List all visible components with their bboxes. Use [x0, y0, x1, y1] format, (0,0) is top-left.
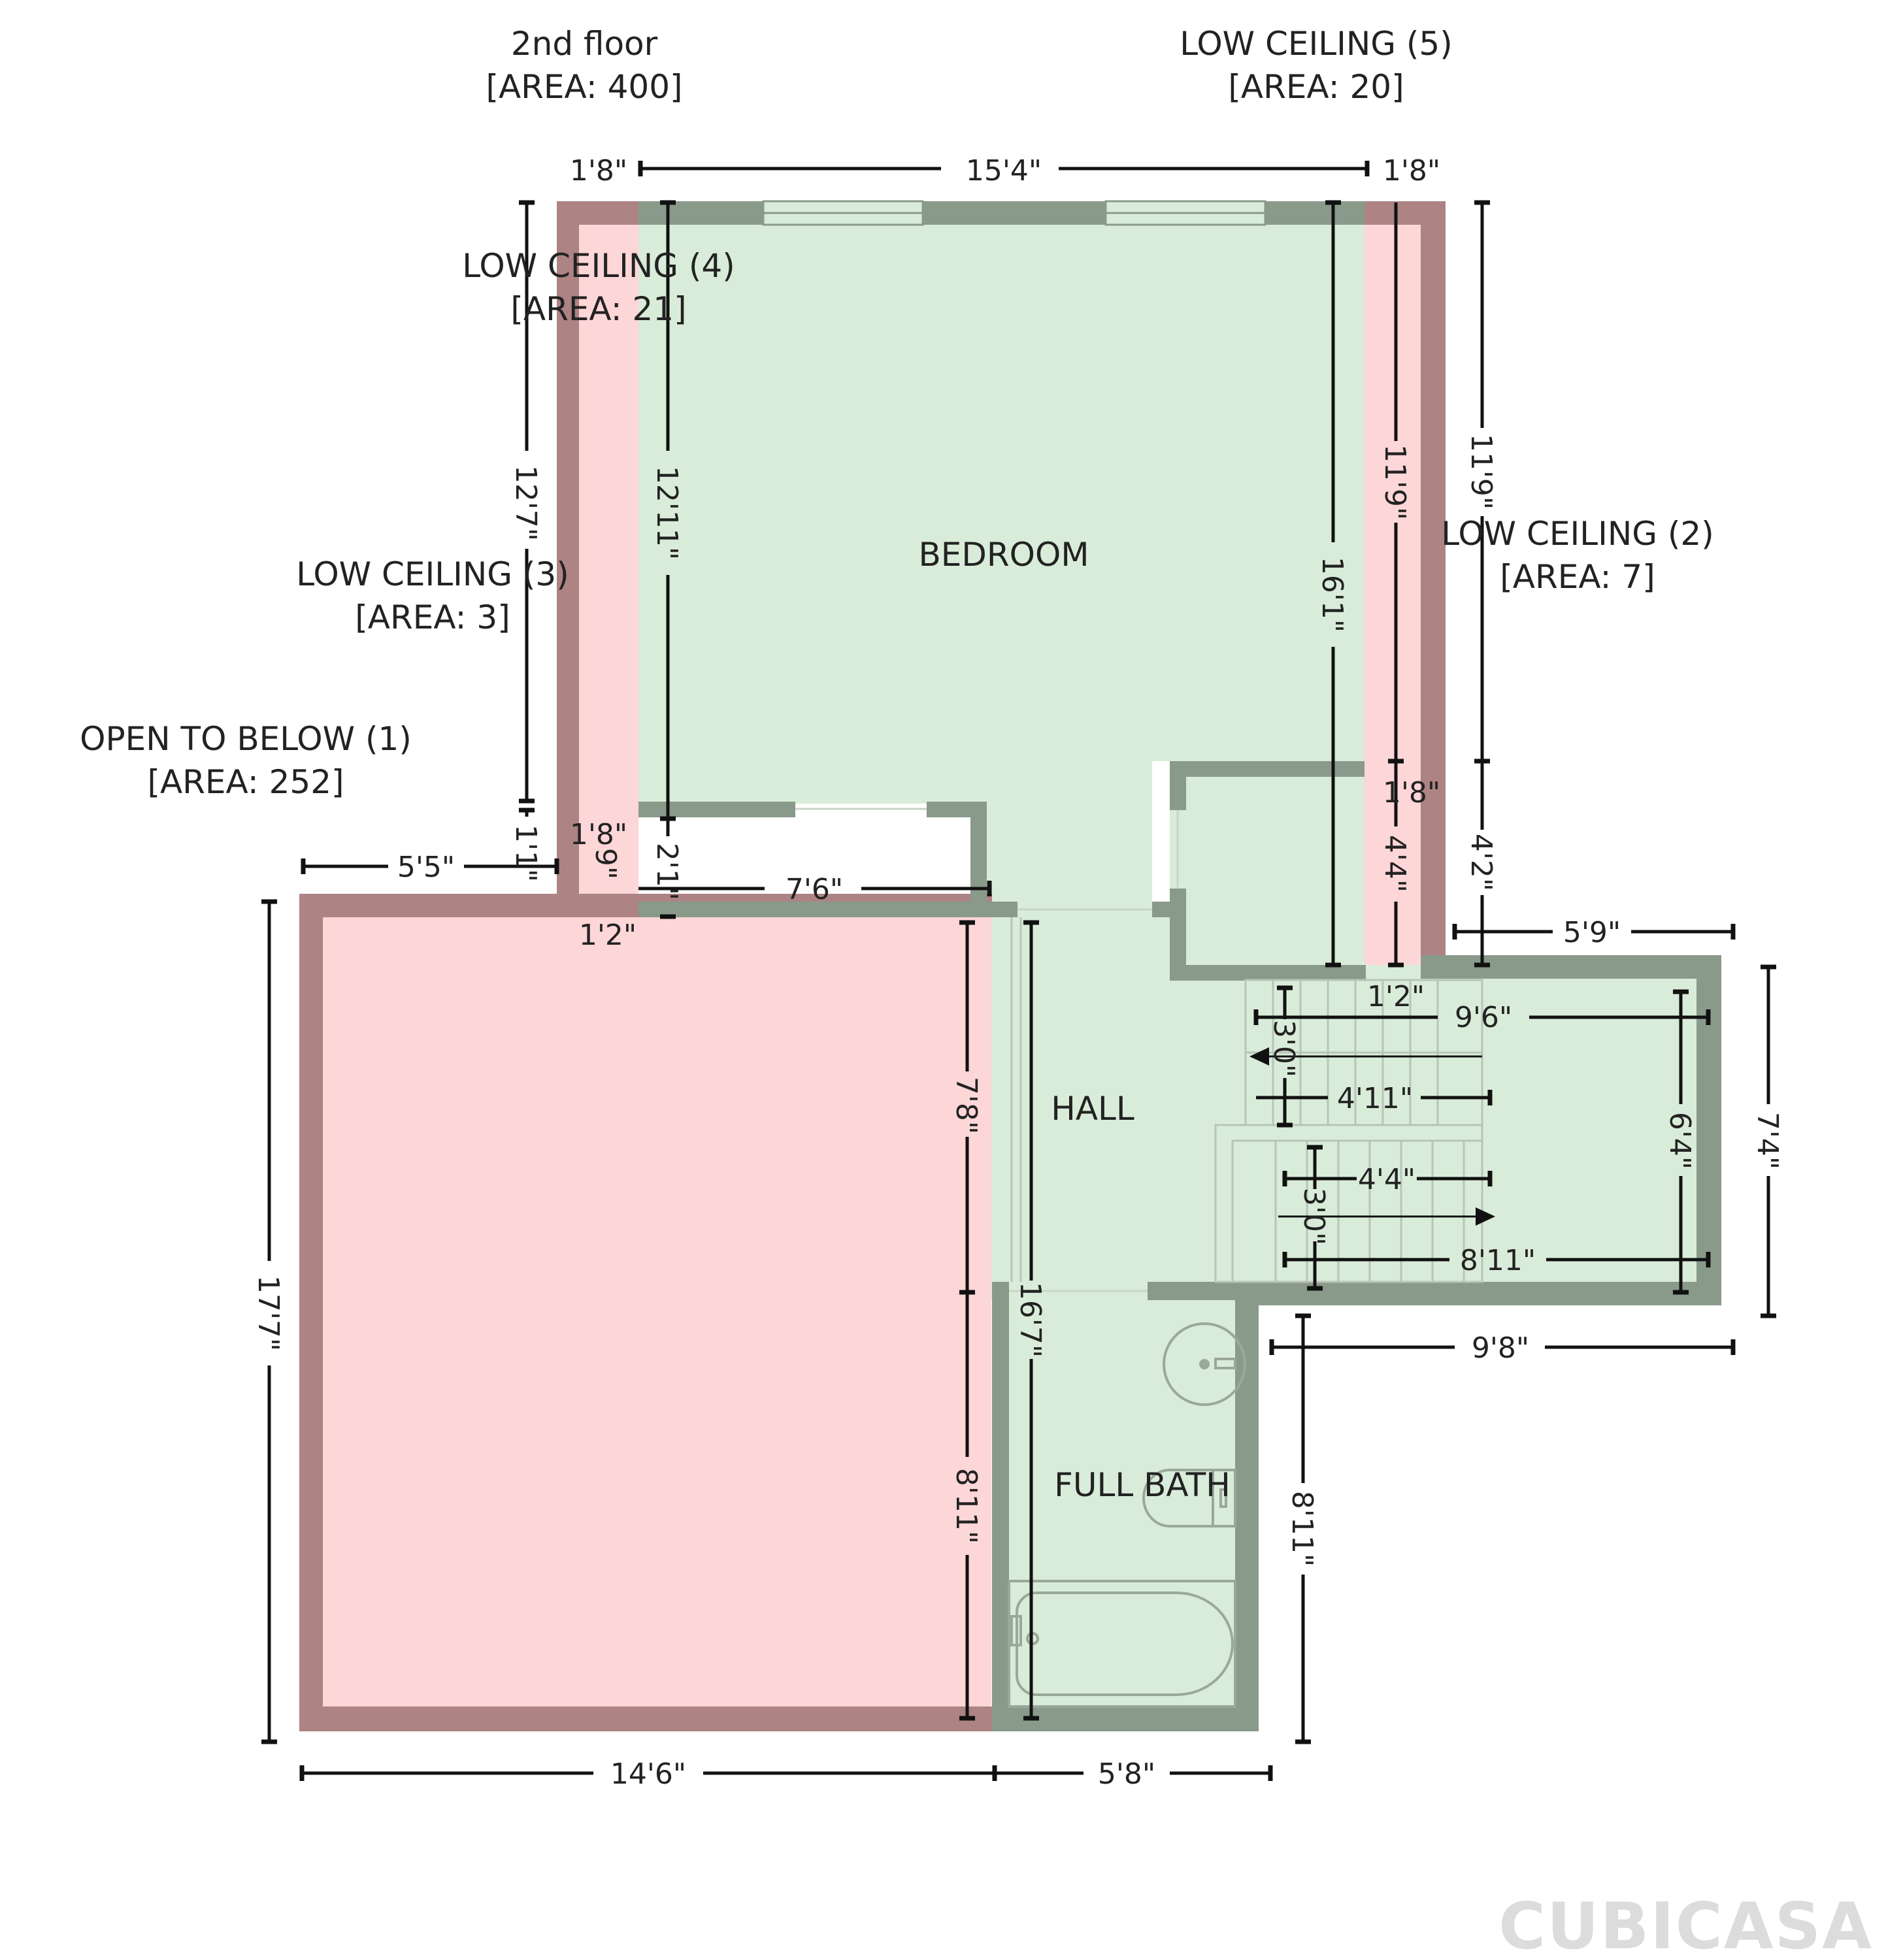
walls	[299, 200, 1721, 1731]
dim-outer-right: 11'9"	[1464, 434, 1498, 510]
dim-otb-upper: 7'8"	[950, 1077, 983, 1134]
dim-hall-top: 7'6"	[786, 873, 843, 906]
dim-stair-base: 9'8"	[1472, 1331, 1529, 1365]
dim-bottom-right: 5'8"	[1098, 1757, 1155, 1791]
dim-hall-h: 16'7"	[1014, 1282, 1047, 1358]
low-ceiling-4-area: [AREA: 21]	[510, 290, 686, 328]
dim-otb-left: 17'7"	[252, 1275, 285, 1351]
bedroom-area	[638, 203, 1365, 965]
dim-stair-run1: 3'0"	[1267, 1020, 1300, 1077]
dim-stair-bottom: 8'11"	[1460, 1244, 1536, 1277]
dim-bath-h: 8'11"	[1285, 1491, 1319, 1567]
dim-stair-w: 9'6"	[1455, 1001, 1512, 1034]
dim-bottom-left: 14'6"	[610, 1757, 686, 1791]
bedroom-label: BEDROOM	[919, 536, 1089, 574]
stair-area	[1180, 965, 1720, 1300]
low-ceiling-5-area: [AREA: 20]	[1228, 68, 1404, 106]
low-ceiling-2-name: LOW CEILING (2)	[1441, 515, 1713, 553]
dimension-texts: 1'8" 15'4" 1'8" 12'7" 12'11" 16'1" 11'9"…	[252, 154, 1784, 1791]
low-ceiling-4-name: LOW CEILING (4)	[462, 247, 735, 285]
dim-stair-mid: 4'11"	[1337, 1082, 1413, 1115]
open-to-below-name: OPEN TO BELOW (1)	[80, 720, 412, 758]
sink-icon	[1163, 1322, 1246, 1406]
dim-stair-land: 4'4"	[1358, 1163, 1415, 1196]
hall-area	[987, 902, 1180, 1300]
low-ceiling-5-name: LOW CEILING (5)	[1180, 25, 1452, 63]
dim-lc3-w: 1'8"	[570, 818, 627, 851]
dim-stair-outer: 7'4"	[1751, 1112, 1784, 1169]
cubicasa-logo: CUBICASA	[1498, 1889, 1873, 1960]
stair-arrows	[1249, 1047, 1495, 1226]
bathtub-icon	[1008, 1580, 1236, 1708]
dim-lc3-h: 9"	[589, 848, 622, 879]
dim-lc2-small-h: 4'4"	[1378, 835, 1412, 892]
dim-bedroom-left: 12'11"	[650, 466, 684, 560]
dim-bedroom-right: 16'1"	[1315, 557, 1349, 632]
dim-left-ext: 5'5"	[397, 851, 455, 884]
toilet-icon	[1142, 1469, 1236, 1527]
dim-top-mid: 15'4"	[966, 154, 1042, 188]
floor-name: 2nd floor	[511, 25, 658, 63]
dim-stair-right: 5'9"	[1563, 916, 1621, 949]
open-to-below-area	[301, 896, 991, 1730]
low-ceiling-3-name: LOW CEILING (3)	[296, 555, 569, 593]
dim-left-lc4: 12'7"	[509, 465, 542, 541]
low-ceiling-3-area: [AREA: 3]	[355, 598, 510, 636]
dim-lc5-vert: 11'9"	[1378, 444, 1412, 520]
dim-top-left: 1'8"	[570, 154, 627, 188]
dim-bed-step: 2'1"	[650, 843, 684, 900]
floor-area: [AREA: 400]	[486, 68, 682, 106]
open-to-below-area-label: [AREA: 252]	[147, 763, 344, 801]
dim-left-small: 1'1"	[509, 825, 542, 882]
dim-right-step: 4'2"	[1464, 834, 1498, 891]
dim-otb-lower: 8'11"	[950, 1468, 983, 1544]
dimension-lines	[261, 161, 1776, 1781]
full-bath-label: FULL BATH	[1054, 1466, 1231, 1504]
dim-lc3-bottom: 1'2"	[579, 919, 637, 952]
dim-stair-run2: 3'0"	[1297, 1188, 1331, 1245]
dim-stair-jog: 1'2"	[1367, 980, 1425, 1013]
dim-stair-inner: 6'4"	[1663, 1112, 1696, 1169]
low-ceiling-2-area: [AREA: 7]	[1500, 558, 1655, 596]
bath-fixtures	[1008, 1322, 1246, 1708]
zone-labels: 2nd floor [AREA: 400] LOW CEILING (5) [A…	[80, 25, 1714, 1504]
dim-top-right: 1'8"	[1383, 154, 1440, 188]
openings	[795, 808, 1179, 1292]
hall-label: HALL	[1051, 1090, 1134, 1128]
dim-lc2-small-w: 1'8"	[1383, 776, 1440, 809]
